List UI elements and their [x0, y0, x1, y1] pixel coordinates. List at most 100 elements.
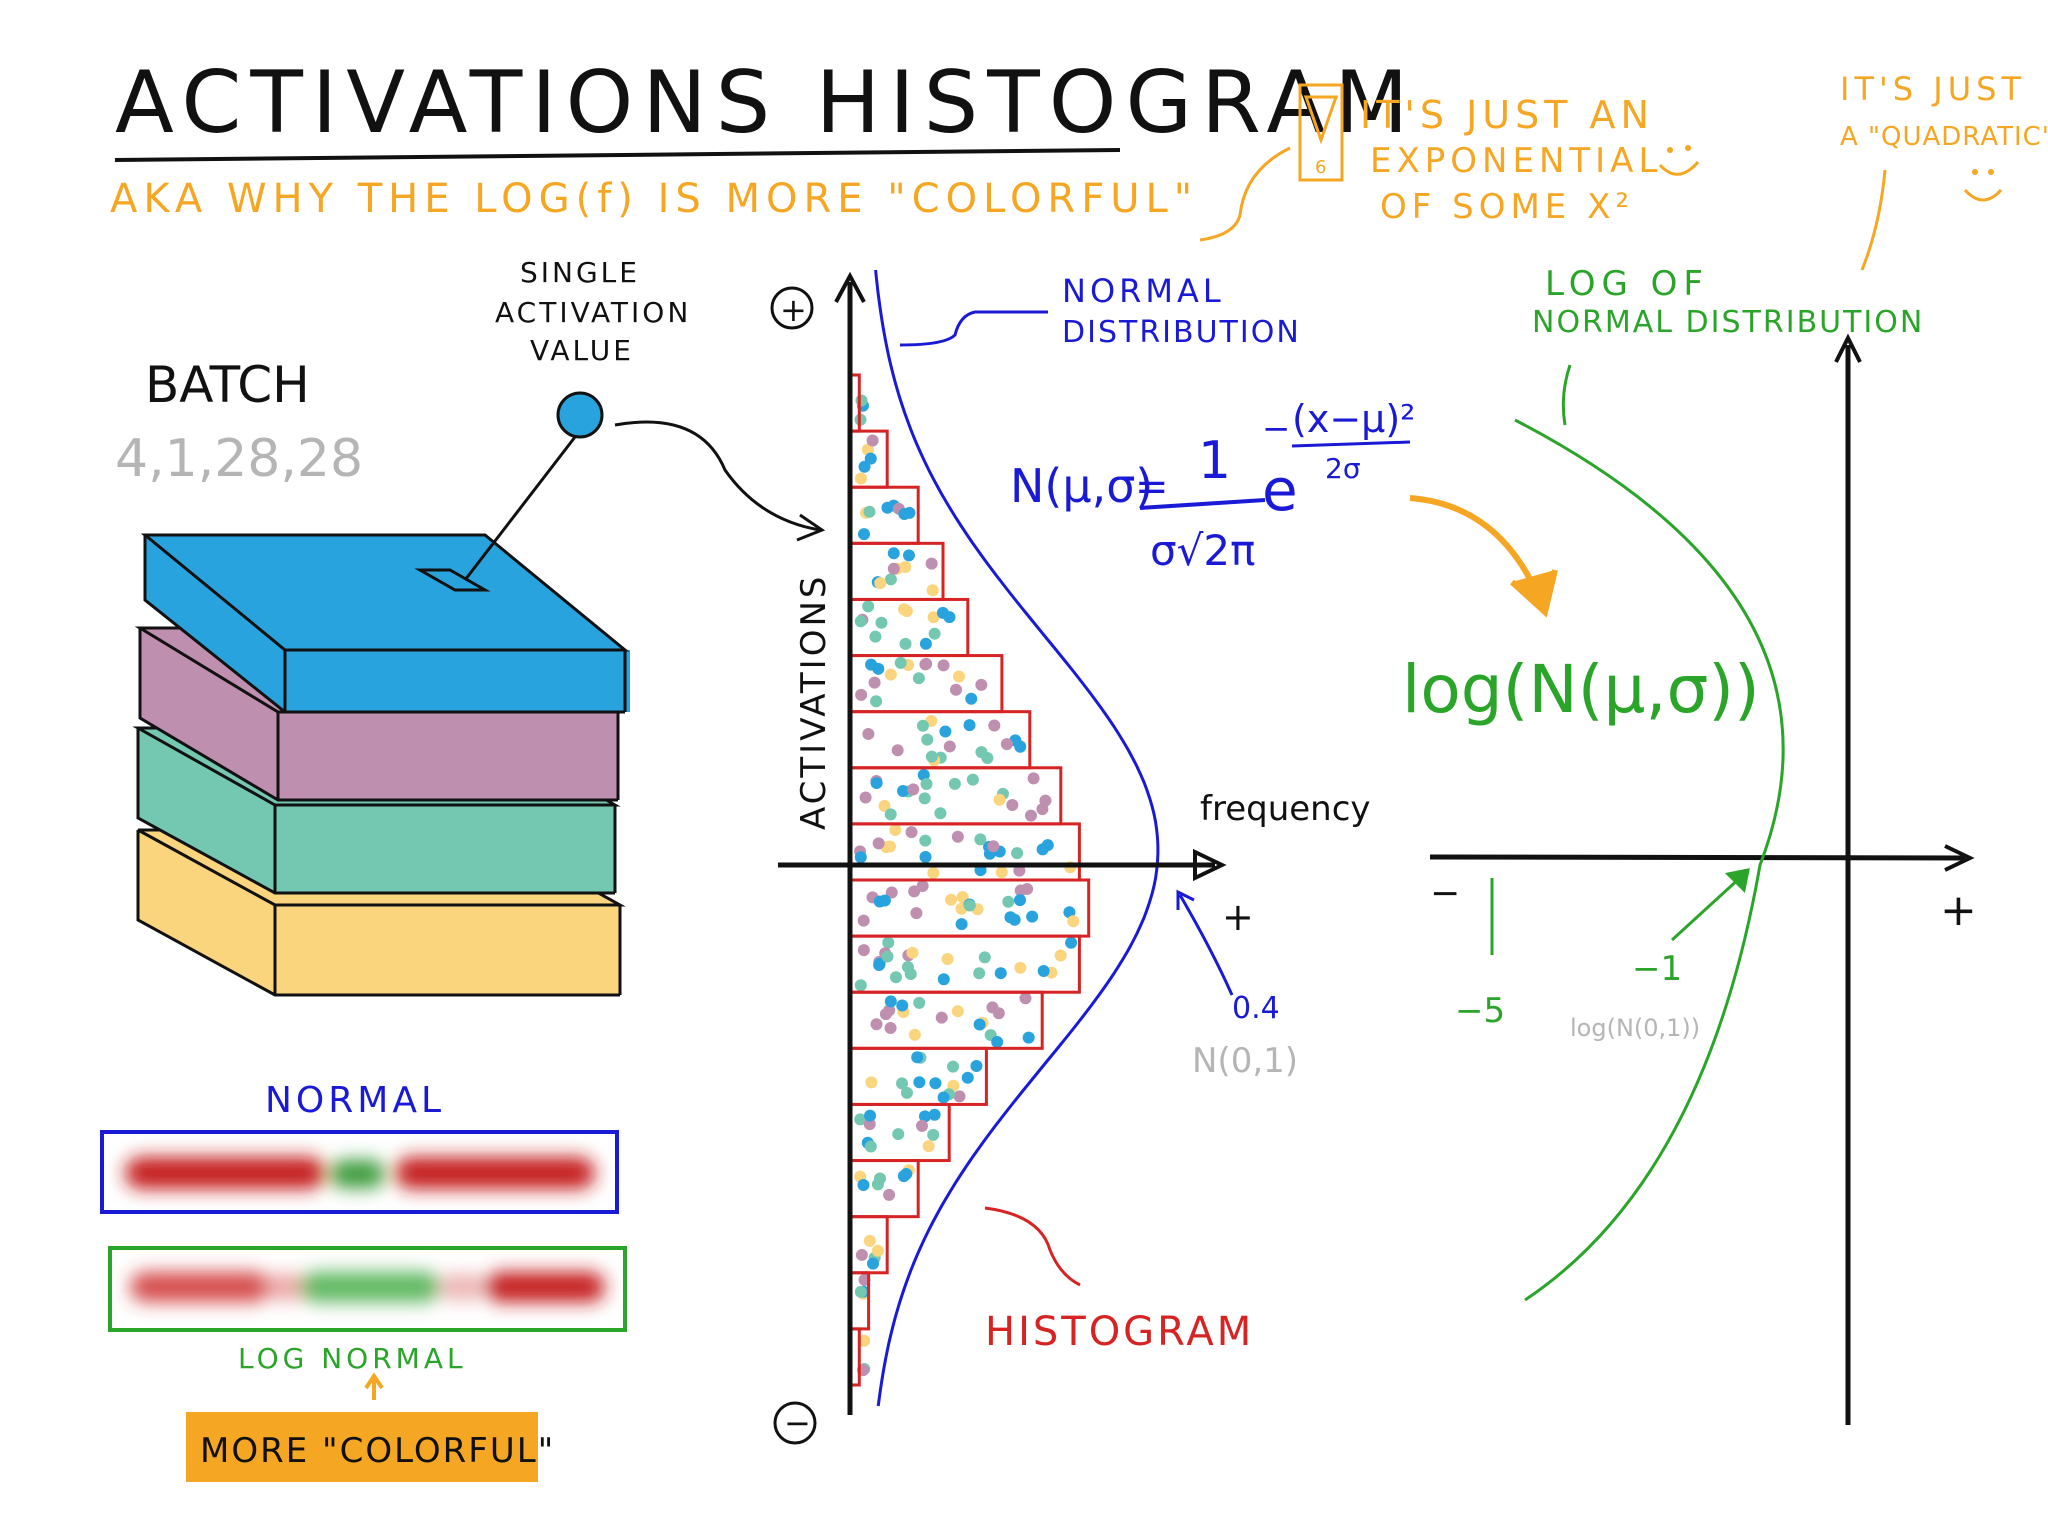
histogram-plot	[778, 269, 1227, 1415]
exponential-note-line2: EXPONENTIAL	[1370, 141, 1662, 181]
sample-dot	[929, 1077, 942, 1090]
sample-dot	[889, 971, 902, 984]
sample-dot	[858, 1334, 871, 1347]
normal-formula: N(μ,σ) = 1 σ√2π e − (x−μ)² 2σ	[1010, 397, 1415, 575]
histogram-bars	[848, 373, 1091, 1387]
formula-exp-denominator: 2σ	[1325, 452, 1361, 485]
sample-dot	[916, 880, 929, 893]
sample-dot	[898, 507, 911, 520]
sample-dot	[987, 840, 1000, 853]
single-activation-line1: SINGLE	[520, 256, 640, 289]
arrow-head-icon	[1724, 868, 1750, 894]
log-formula: log(N(μ,σ))	[1402, 651, 1760, 728]
sample-dot	[1063, 906, 1076, 919]
sample-dot	[953, 1090, 966, 1103]
smiley-icon	[1658, 145, 1700, 176]
sample-dot	[884, 995, 897, 1008]
sample-dot	[941, 953, 954, 966]
formula-exp-sign: −	[1262, 409, 1291, 449]
sample-dot	[881, 950, 894, 963]
sample-dot	[1054, 949, 1067, 962]
sample-dot	[1022, 1031, 1035, 1044]
sample-dot	[912, 672, 925, 685]
sample-dot	[855, 688, 868, 701]
warning-sign-icon	[1298, 83, 1344, 182]
sample-dot	[868, 676, 881, 689]
sample-dot	[871, 1244, 884, 1257]
formula-equals: =	[1135, 464, 1169, 510]
sample-dot	[975, 746, 988, 759]
log-plot-label-1: LOG OF	[1545, 264, 1709, 304]
sample-dot	[918, 1110, 931, 1123]
sample-dot	[950, 683, 963, 696]
sample-dot	[1067, 915, 1080, 928]
sample-dot	[871, 1178, 884, 1191]
sample-dot	[994, 967, 1007, 980]
sample-dot	[925, 750, 938, 763]
sample-dot	[970, 1060, 983, 1073]
sample-dot	[1024, 809, 1037, 822]
more-colorful-badge	[186, 1412, 538, 1482]
sample-dot	[1037, 964, 1050, 977]
formula-exp-numerator: (x−μ)²	[1292, 397, 1415, 441]
sample-dot	[854, 472, 867, 485]
sample-dot	[883, 840, 896, 853]
batch-label: BATCH	[145, 356, 310, 414]
activation-value-dot	[556, 391, 604, 439]
sample-dot	[897, 784, 910, 797]
sample-dot	[892, 1128, 905, 1141]
sample-dot	[900, 604, 913, 617]
warning-icon-number: 6	[1315, 157, 1326, 178]
sample-dot	[864, 452, 877, 465]
sample-dot	[863, 1234, 876, 1247]
sample-dot	[900, 1167, 913, 1180]
sample-dot	[883, 1004, 896, 1017]
sample-dot	[919, 834, 932, 847]
histogram-sample-dots	[854, 394, 1080, 1377]
sample-dot	[973, 967, 986, 980]
sample-dot	[937, 659, 950, 672]
sample-dot	[928, 1108, 941, 1121]
sample-dot	[891, 744, 904, 757]
sample-dot	[854, 851, 867, 864]
tick-minus5-label: −5	[1455, 991, 1505, 1031]
sample-dot	[865, 1076, 878, 1089]
normal-distribution-label-2: DISTRIBUTION	[1062, 315, 1301, 350]
sample-dot	[870, 777, 883, 790]
sample-dot	[901, 961, 914, 974]
smiley-icon	[1963, 169, 2003, 202]
sample-dot	[916, 719, 929, 732]
sample-dot	[925, 557, 938, 570]
histogram-label: HISTOGRAM	[985, 1309, 1254, 1355]
batch-stack	[132, 533, 630, 997]
sample-dot	[1013, 894, 1026, 907]
sample-dot	[854, 615, 867, 628]
sample-dot	[1065, 936, 1078, 949]
sample-dot	[913, 1076, 926, 1089]
sample-dot	[978, 951, 991, 964]
sample-dot	[1011, 847, 1024, 860]
sample-dot	[866, 1257, 879, 1270]
sample-dot	[1006, 798, 1019, 811]
page-title: ACTIVATIONS HISTOGRAM	[115, 53, 1417, 153]
sample-dot	[922, 1140, 935, 1153]
sample-dot	[896, 1077, 909, 1090]
sample-dot	[855, 1248, 868, 1261]
sample-dot	[1026, 910, 1039, 923]
sample-dot	[966, 773, 979, 786]
sample-dot	[854, 979, 867, 992]
sample-dot	[854, 1285, 867, 1298]
sample-dot	[963, 719, 976, 732]
sample-dot	[889, 824, 902, 837]
histogram-label-pointer	[984, 1206, 1081, 1287]
log-plot-x-minus: −	[1430, 873, 1460, 914]
x-axis-arrow-icon	[1193, 848, 1227, 882]
log-label-pointer	[1561, 364, 1572, 426]
sample-dot	[993, 793, 1006, 806]
normal-distribution-curve	[874, 269, 1160, 1407]
activation-pointer-line	[463, 436, 577, 581]
activation-to-histogram-arrow	[614, 420, 821, 532]
sample-dot	[948, 777, 961, 790]
sample-dot	[887, 547, 900, 560]
title-underline	[114, 148, 1121, 162]
